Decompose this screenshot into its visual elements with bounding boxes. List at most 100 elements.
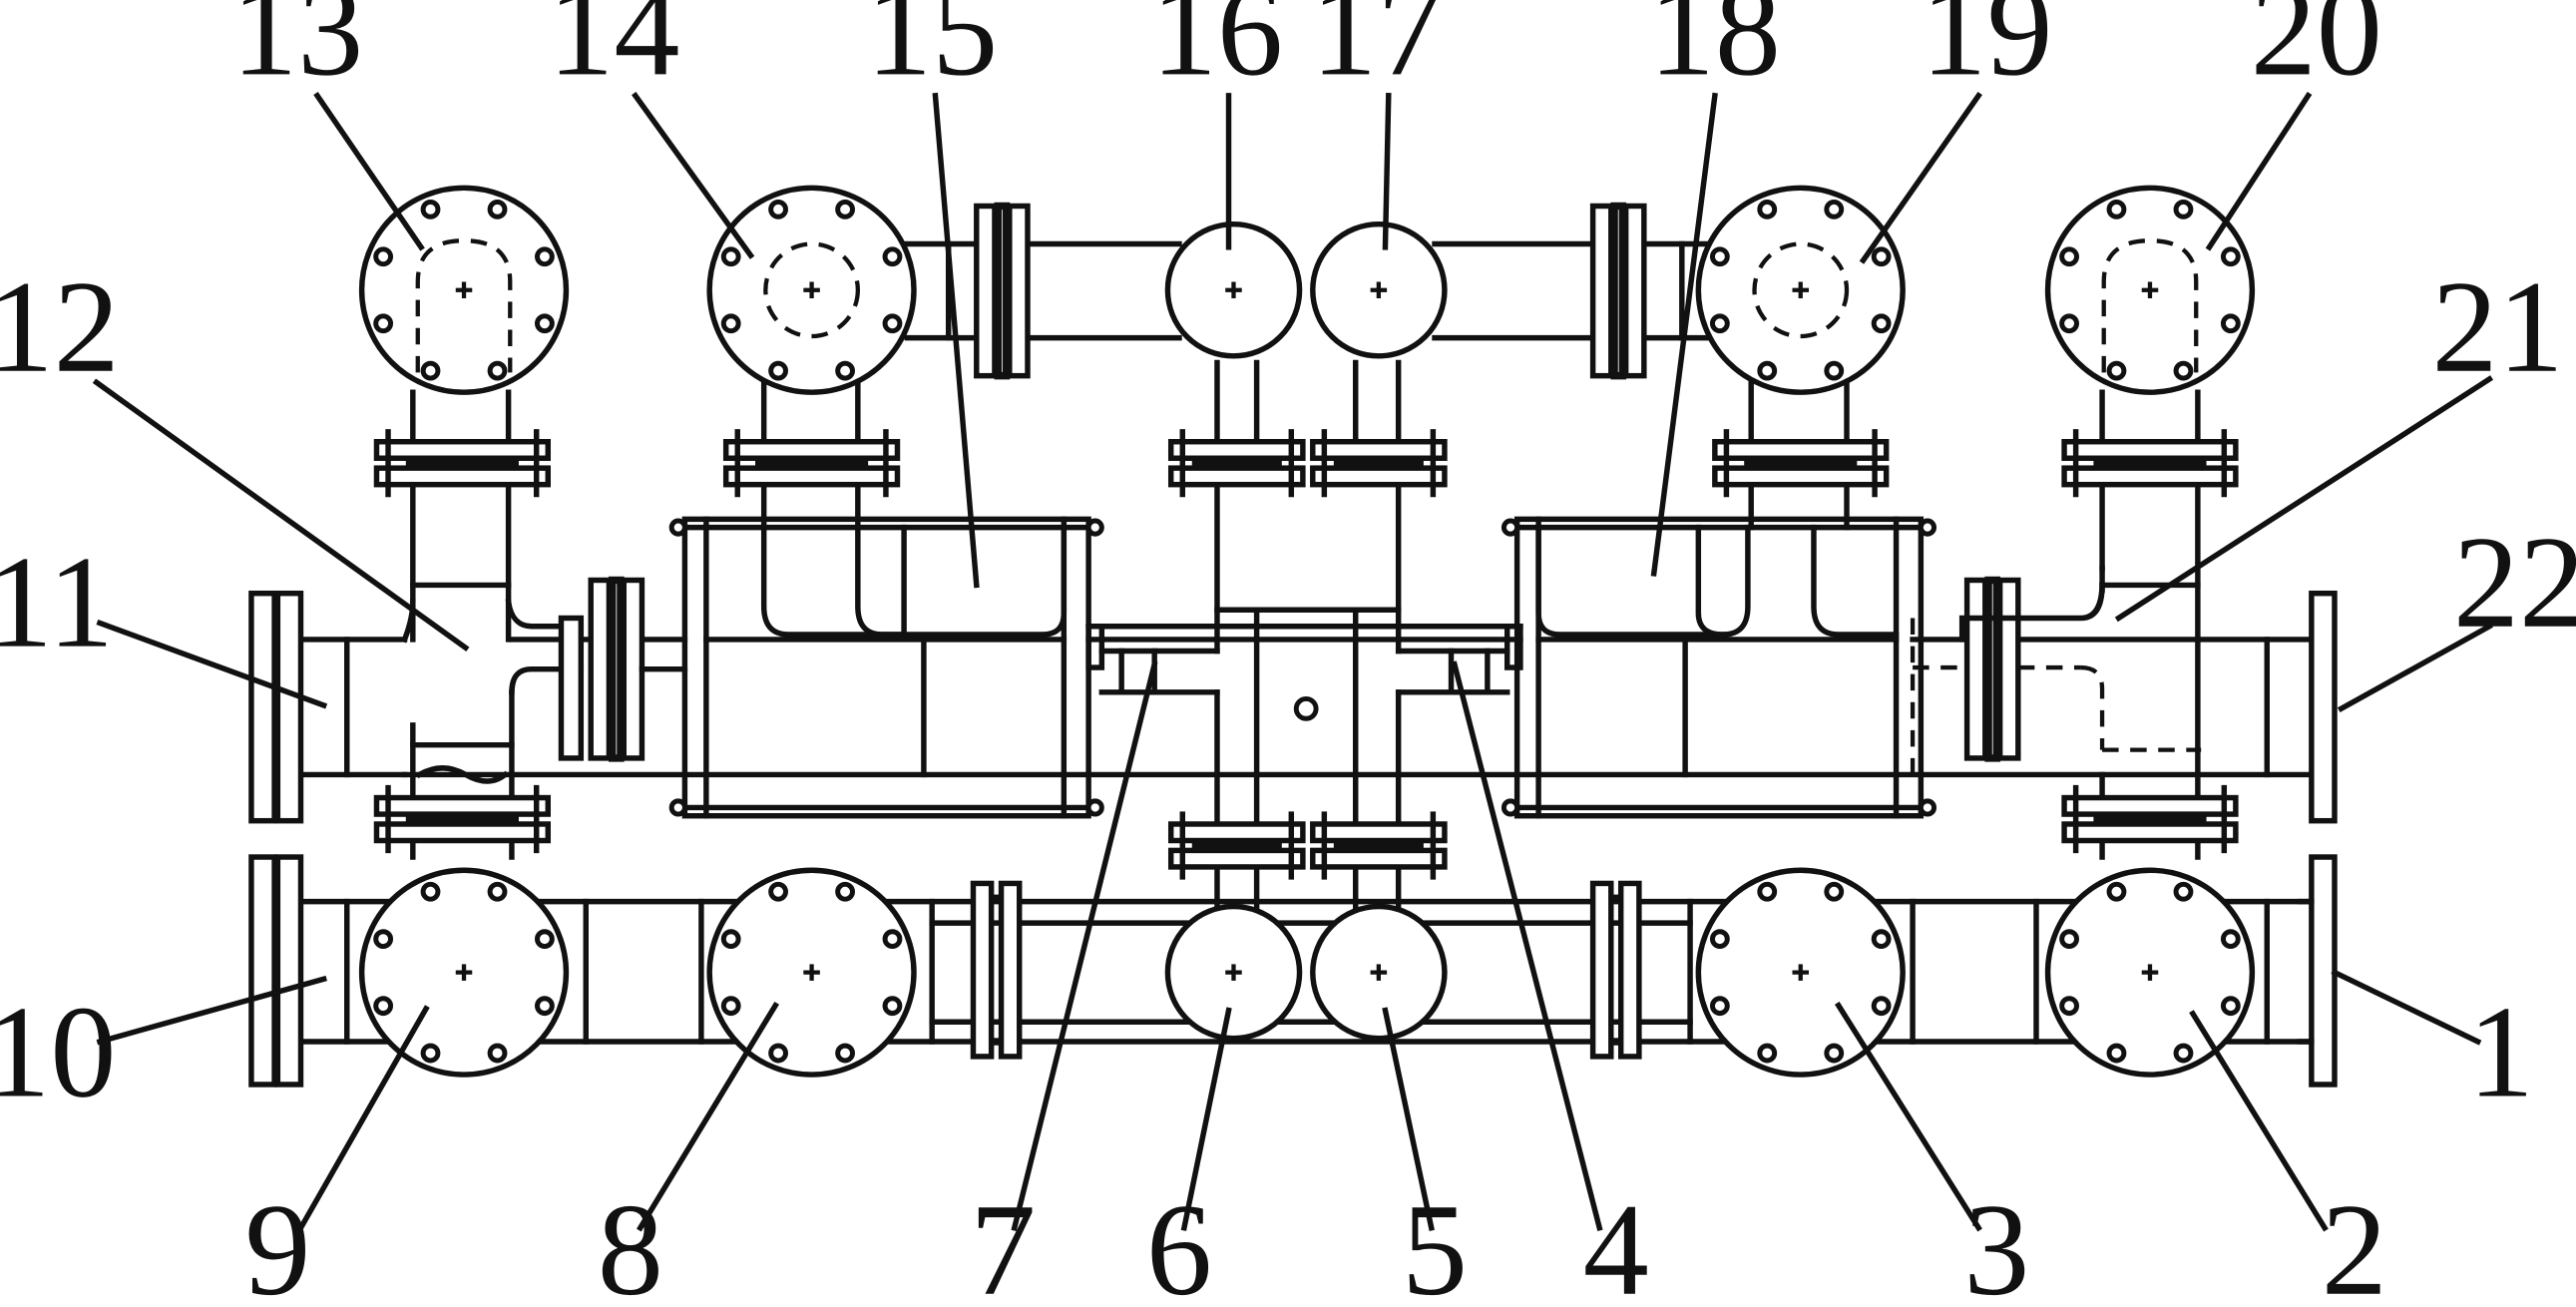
flange-2-bolt-hole [2220, 996, 2241, 1017]
flange-pair-19-upper [1712, 429, 1890, 498]
flange-3-bolt-hole [1824, 881, 1845, 902]
part-label-9: 9 [244, 1176, 310, 1307]
flange-2-bolt-hole [2059, 996, 2079, 1017]
part-label-1: 1 [2468, 979, 2534, 1125]
flange-9-bolt-hole [420, 1043, 441, 1064]
flange-2 [2044, 867, 2256, 1078]
upper-right-inline-flange [1910, 576, 2202, 775]
flange-19-bolt-hole [1757, 199, 1778, 219]
flange-3-bolt-hole [1824, 1043, 1845, 1064]
part-label-17: 17 [1311, 0, 1443, 103]
upper-left-inline-flange [558, 576, 688, 762]
leader-line-17 [1382, 93, 1392, 250]
leader-line-21 [2114, 375, 2494, 623]
leader-line-22 [2337, 623, 2493, 713]
part-label-21: 21 [2431, 253, 2563, 400]
valve-6 [1164, 903, 1303, 1042]
part-label-3: 3 [1963, 1176, 2029, 1307]
flange-pair-2-lower [2061, 784, 2239, 854]
flange-14-bolt-hole [835, 199, 856, 219]
flange-3-bolt-hole [1757, 1043, 1778, 1064]
lower-header-pipe [286, 898, 2337, 1045]
leader-line-13 [313, 92, 425, 251]
upper-left-end-flange [248, 590, 304, 824]
flange-20-bolt-hole [2059, 313, 2079, 334]
flange-2-bolt-hole [2106, 1043, 2127, 1064]
flange-8-bolt-hole [835, 881, 856, 902]
flange-14-bolt-hole [720, 246, 741, 267]
flange-pair-14-upper [722, 429, 901, 498]
flange-2-bolt-hole [2106, 881, 2127, 902]
flange-3-bolt-hole [1871, 996, 1892, 1017]
flange-13-bolt-hole [534, 246, 555, 267]
valve-17 [1310, 220, 1448, 359]
leader-line-6 [1180, 1007, 1232, 1231]
flange-14-bolt-hole [835, 360, 856, 381]
flange-2-bolt-hole [2059, 929, 2079, 950]
flange-19-bolt-hole [1871, 246, 1892, 267]
leader-line-5 [1382, 1007, 1435, 1231]
part-label-18: 18 [1649, 0, 1781, 103]
flange-8-bolt-hole [720, 929, 741, 950]
part-label-20: 20 [2251, 0, 2382, 103]
flange-3-bolt-hole [1709, 929, 1730, 950]
flange-3-bolt-hole [1871, 929, 1892, 950]
leader-line-2 [2189, 1010, 2329, 1232]
part-label-14: 14 [548, 0, 679, 103]
leader-line-12 [92, 378, 470, 653]
flange-pair-9-lower [373, 784, 551, 854]
lower-mid-flange-left [970, 880, 1023, 1060]
flange-9-bolt-hole [373, 929, 394, 950]
flange-20-bolt-hole [2059, 246, 2079, 267]
leader-line-19 [1859, 92, 1982, 264]
flange-19-hidden-bore [1752, 241, 1850, 339]
leader-line-11 [96, 619, 328, 709]
flange-13-bolt-hole [487, 199, 508, 219]
flange-8-bolt-hole [882, 929, 903, 950]
part-label-7: 7 [970, 1176, 1036, 1307]
leader-line-10 [96, 975, 327, 1046]
flange-3 [1695, 867, 1906, 1078]
top-pipe-right [1432, 202, 1710, 380]
flange-pair-13-upper [373, 429, 551, 498]
flange-19-bolt-hole [1757, 360, 1778, 381]
part-label-4: 4 [1583, 1176, 1649, 1307]
flange-13-bolt-hole [420, 360, 441, 381]
flange-9-bolt-hole [487, 1043, 508, 1064]
tank-15 [668, 516, 1104, 819]
flange-pair-16-upper [1167, 429, 1306, 498]
flange-19-bolt-hole [1709, 246, 1730, 267]
flange-2-bolt-hole [2173, 1043, 2194, 1064]
part-label-8: 8 [598, 1176, 663, 1307]
part-label-15: 15 [866, 0, 998, 103]
flange-13 [358, 185, 570, 395]
flange-8-bolt-hole [768, 1043, 788, 1064]
flange-14-hidden-bore [763, 241, 860, 339]
flange-14-bolt-hole [720, 313, 741, 334]
flange-14-bolt-hole [768, 199, 788, 219]
flange-8-bolt-hole [835, 1043, 856, 1064]
flange-20-bolt-hole [2106, 360, 2127, 381]
flange-9-bolt-hole [534, 929, 555, 950]
flange-13-bolt-hole [420, 199, 441, 219]
flange-20-bolt-hole [2173, 199, 2194, 219]
part-label-5: 5 [1402, 1176, 1468, 1307]
flange-14 [706, 185, 917, 395]
leader-line-14 [632, 92, 755, 259]
flange-14-bolt-hole [882, 313, 903, 334]
flange-19-bolt-hole [1824, 199, 1845, 219]
flange-13-bolt-hole [373, 313, 394, 334]
flange-2-bolt-hole [2220, 929, 2241, 950]
tank-18 [1501, 516, 1937, 819]
lower-mid-flange-right [1589, 880, 1642, 1060]
flange-14-bolt-hole [768, 360, 788, 381]
flange-3-bolt-hole [1757, 881, 1778, 902]
flange-19 [1695, 185, 1906, 395]
flange-3-bolt-hole [1709, 996, 1730, 1017]
leader-line-9 [296, 1005, 430, 1232]
part-label-16: 16 [1151, 0, 1283, 103]
flange-13-bolt-hole [534, 313, 555, 334]
